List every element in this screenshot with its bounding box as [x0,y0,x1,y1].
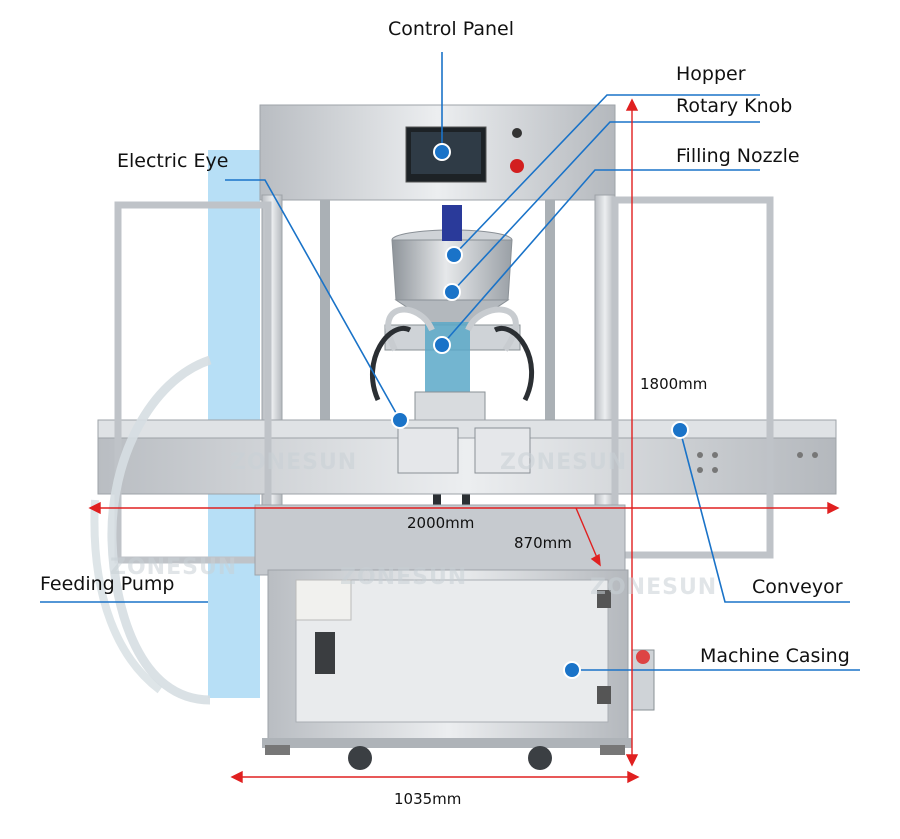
dim-line-depth [575,507,599,561]
dimension-lines [88,98,840,784]
callout-line-conveyor [679,429,850,603]
hopper [391,205,513,326]
guard-door-left [114,201,272,564]
label-hopper: Hopper [676,63,746,85]
watermark-1: ZONESUN [230,450,358,475]
watermark-4: ZONESUN [340,565,468,590]
callout-line-electric-eye [225,179,401,421]
watermark-5: ZONESUN [590,575,718,600]
label-machine-casing: Machine Casing [700,645,850,667]
label-filling-nozzle: Filling Nozzle [676,145,800,167]
filling-nozzle-assembly [370,306,534,510]
callout-dot-conveyor [671,421,689,439]
frame-rod-left [320,200,330,420]
dim-label-width: 1035mm [394,790,462,808]
machine-casing [254,504,632,770]
conveyor [97,419,837,495]
callout-dot-control-panel [433,143,451,161]
frame-rod-right [545,200,555,420]
callout-dot-machine-casing [563,661,581,679]
label-rotary-knob: Rotary Knob [676,95,793,117]
label-electric-eye: Electric Eye [117,150,229,172]
air-regulator [631,649,655,711]
label-control-panel: Control Panel [388,18,514,40]
feed-hose [107,355,212,705]
callout-dot-filling-nozzle [433,336,451,354]
label-conveyor: Conveyor [752,576,843,598]
callout-dot-hopper [445,246,463,264]
label-feeding-pump: Feeding Pump [40,573,175,595]
callout-line-hopper [453,94,760,256]
callout-dot-rotary-knob [443,283,461,301]
dim-label-length: 2000mm [407,514,475,532]
watermark-2: ZONESUN [500,450,628,475]
callout-line-rotary-knob [451,121,760,293]
watermark-3: ZONESUN [110,555,238,580]
dim-label-depth: 870mm [514,534,572,552]
callout-dot-electric-eye [391,411,409,429]
guard-door-right [611,196,774,559]
callout-lines [40,52,860,671]
callout-dots [391,143,689,679]
return-hose [90,499,163,694]
dim-label-height: 1800mm [640,375,708,393]
callout-line-filling-nozzle [441,169,760,346]
